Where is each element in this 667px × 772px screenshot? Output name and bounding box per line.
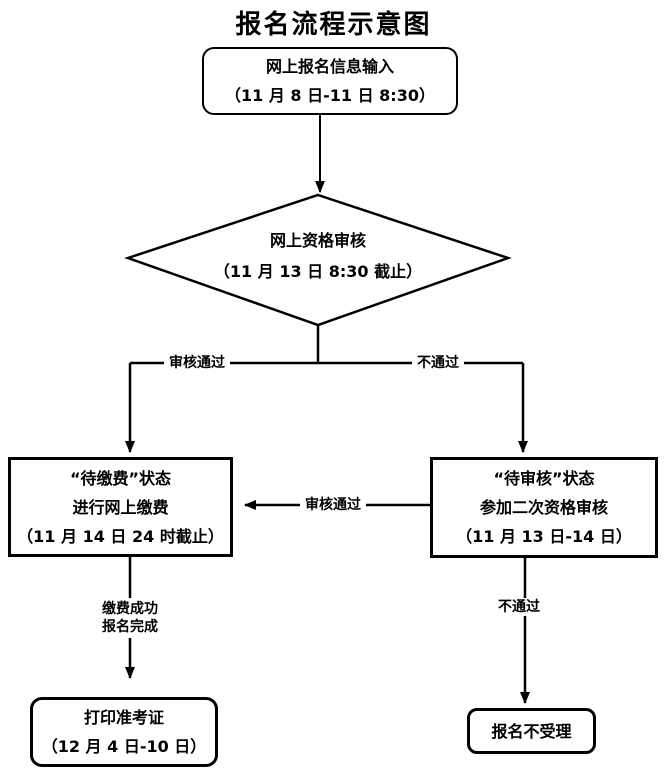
edge-label-payment-done: 缴费成功 报名完成 xyxy=(94,598,166,638)
edge-label-payment-done-line1: 缴费成功 xyxy=(102,601,158,617)
node-pending-payment: “待缴费”状态 进行网上缴费 （11 月 14 日 24 时截止） xyxy=(8,457,233,557)
node-second-review-line2: 参加二次资格审核 xyxy=(479,498,608,517)
node-online-input: 网上报名信息输入 （11 月 8 日-11 日 8:30） xyxy=(202,47,458,115)
edge-label-second-fail: 不通过 xyxy=(493,598,545,616)
node-pending-payment-line1: “待缴费”状态 xyxy=(69,468,172,488)
node-online-input-line2: （11 月 8 日-11 日 8:30） xyxy=(225,86,435,105)
edge-label-payment-done-line2: 报名完成 xyxy=(102,619,158,635)
node-print-ticket-line1: 打印准考证 xyxy=(83,708,164,727)
node-online-review: 网上资格审核 （11 月 13 日 8:30 截止） xyxy=(148,225,488,287)
node-print-ticket-line2: （12 月 4 日-10 日） xyxy=(41,737,207,756)
edge-label-second-pass: 审核通过 xyxy=(300,496,366,514)
edge-label-pass-left: 审核通过 xyxy=(164,354,230,372)
page-title: 报名流程示意图 xyxy=(235,10,432,40)
node-online-input-line1: 网上报名信息输入 xyxy=(265,57,394,76)
node-rejected: 报名不受理 xyxy=(467,708,596,754)
node-online-review-line1: 网上资格审核 xyxy=(269,231,366,250)
node-second-review: “待审核”状态 参加二次资格审核 （11 月 13 日-14 日） xyxy=(430,457,658,558)
node-second-review-line1: “待审核”状态 xyxy=(493,469,595,488)
node-online-review-line2: （11 月 13 日 8:30 截止） xyxy=(213,262,423,281)
node-second-review-line3: （11 月 13 日-14 日） xyxy=(456,527,632,546)
node-pending-payment-line3: （11 月 14 日 24 时截止） xyxy=(17,526,224,546)
node-print-ticket: 打印准考证 （12 月 4 日-10 日） xyxy=(30,697,218,767)
node-pending-payment-line2: 进行网上缴费 xyxy=(72,497,169,517)
node-rejected-line1: 报名不受理 xyxy=(491,721,572,741)
edge-label-fail-right: 不通过 xyxy=(412,354,464,372)
